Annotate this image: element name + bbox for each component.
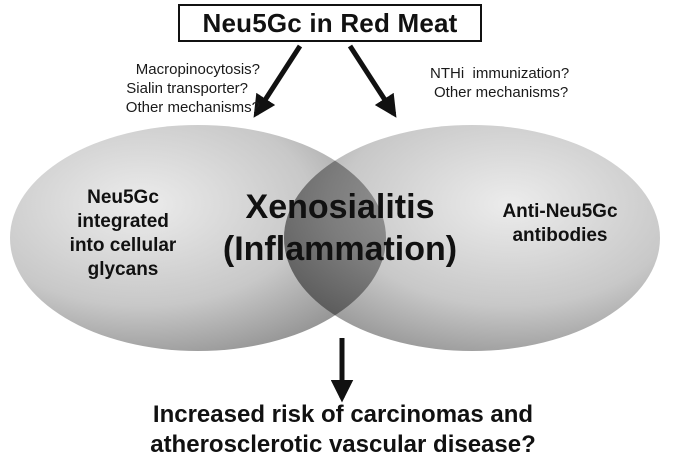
arrow-to-right [347,44,397,118]
outcome-line-1: Increased risk of carcinomas and [152,401,534,428]
right-ellipse [284,125,660,351]
right-label-line-1: Anti-Neu5Gc [502,201,618,222]
right-note-1: NTHi immunization? [430,65,570,82]
arrow-to-left [253,44,303,118]
title-box: Neu5Gc in Red Meat [178,4,482,42]
center-label: Xenosialitis (Inflammation) [215,186,465,270]
right-note-2: Other mechanisms? [434,84,569,101]
center-label-line-1: Xenosialitis [245,188,435,226]
left-label-line-3: into cellular [69,235,177,256]
left-label-line-2: integrated [77,211,169,232]
left-note-3: Other mechanisms? [125,99,260,116]
outcome-line-2: atherosclerotic vascular disease? [150,431,536,458]
outcome-label: Increased risk of carcinomas and atheros… [40,400,646,460]
left-notes: Macropinocytosis? Sialin transporter? Ot… [80,60,260,117]
center-label-line-2: (Inflammation) [222,230,458,268]
left-circle-label: Neu5Gc integrated into cellular glycans [38,186,208,282]
right-notes: NTHi immunization? Other mechanisms? [430,64,630,102]
right-circle-label: Anti-Neu5Gc antibodies [470,200,650,248]
right-label-line-2: antibodies [512,225,608,246]
left-label-line-1: Neu5Gc [87,187,159,208]
left-note-1: Macropinocytosis? [135,61,260,78]
left-note-2: Sialin transporter? [126,80,248,97]
title-text: Neu5Gc in Red Meat [202,7,458,38]
left-label-line-4: glycans [87,259,159,280]
left-ellipse [10,125,386,351]
